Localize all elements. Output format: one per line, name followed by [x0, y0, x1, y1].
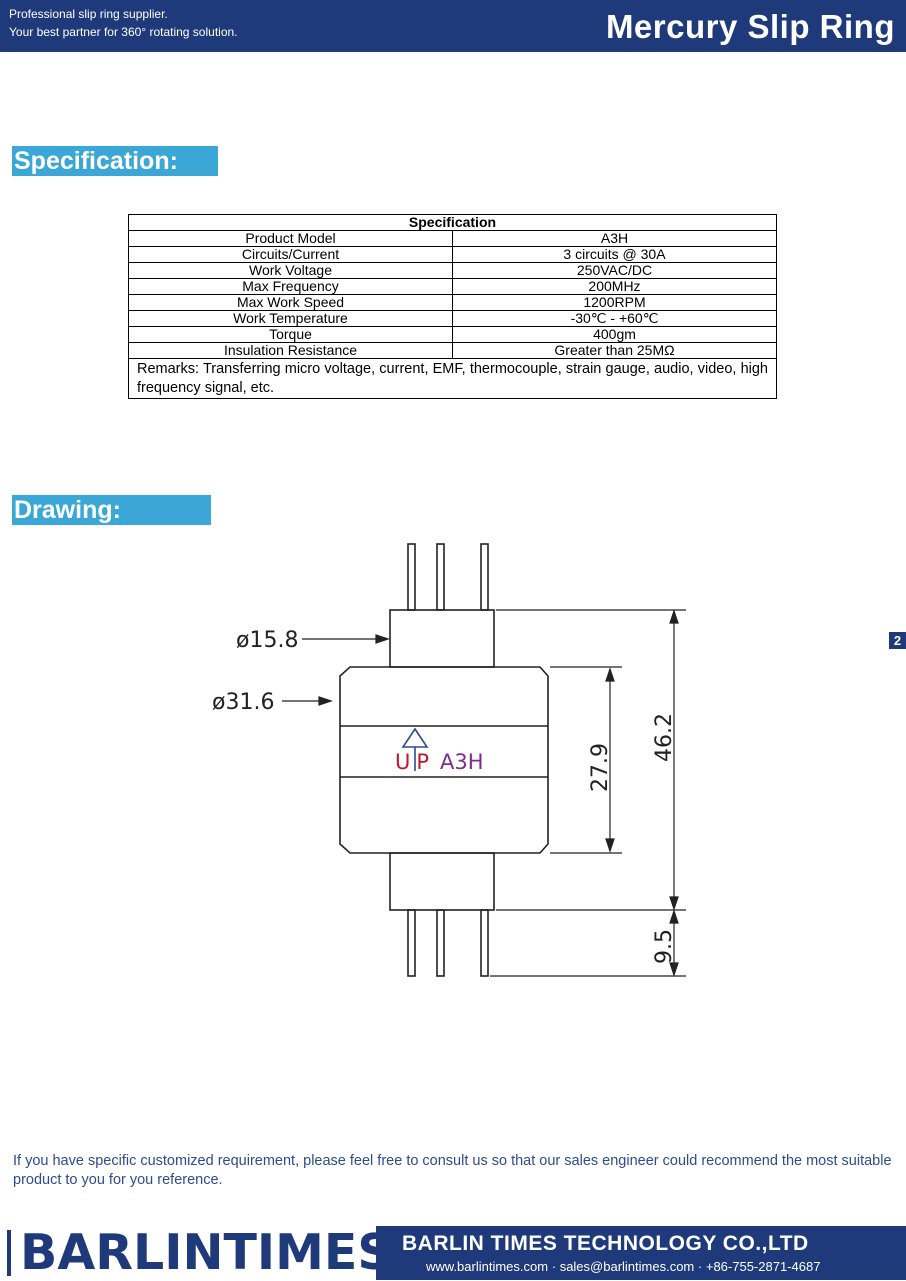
separator: ·: [697, 1259, 703, 1274]
spec-label: Work Temperature: [128, 310, 453, 327]
spec-value: Greater than 25MΩ: [452, 342, 777, 359]
dim-body-height: 27.9: [588, 743, 613, 792]
main-body: [339, 666, 549, 854]
customization-note: If you have specific customized requirem…: [13, 1153, 892, 1188]
table-row: Work Voltage 250VAC/DC: [128, 262, 777, 279]
arrow-large-dia: [318, 696, 333, 706]
logo-brand-text: UP: [395, 750, 435, 774]
spec-label: Product Model: [128, 230, 453, 247]
dim-total-height: 46.2: [652, 713, 677, 762]
bottom-pin-2: [436, 909, 445, 977]
top-cap: [389, 609, 495, 668]
arrow-leads-top: [669, 909, 679, 924]
email-link[interactable]: sales@barlintimes.com: [559, 1259, 695, 1274]
product-logo: UP A3H: [395, 727, 484, 774]
specification-heading: Specification:: [12, 146, 218, 176]
top-banner: Professional slip ring supplier. Your be…: [0, 0, 906, 52]
arrow-body-bottom: [605, 838, 615, 853]
arrow-small-dia: [375, 634, 390, 644]
spec-label: Insulation Resistance: [128, 342, 453, 359]
table-header-row: Specification: [128, 214, 777, 231]
table-row: Work Temperature -30℃ - +60℃: [128, 310, 777, 327]
bottom-pin-1: [407, 909, 416, 977]
table-header: Specification: [128, 214, 777, 231]
top-pin-3: [480, 543, 489, 611]
spec-value: 400gm: [452, 326, 777, 343]
spec-value: 250VAC/DC: [452, 262, 777, 279]
table-row: Circuits/Current 3 circuits @ 30A: [128, 246, 777, 263]
phone-number: +86-755-2871-4687: [705, 1259, 821, 1274]
top-pin-1: [407, 543, 416, 611]
spec-label: Work Voltage: [128, 262, 453, 279]
contact-line: www.barlintimes.com · sales@barlintimes.…: [426, 1259, 820, 1274]
arrow-total-top: [669, 609, 679, 624]
tagline-line-1: Professional slip ring supplier.: [9, 7, 168, 21]
spec-value: 1200RPM: [452, 294, 777, 311]
spec-value: 200MHz: [452, 278, 777, 295]
specification-table: Specification Product Model A3H Circuits…: [128, 214, 777, 399]
dim-small-diameter: ø15.8: [236, 628, 298, 653]
bottom-pin-3: [480, 909, 489, 977]
company-name: BARLIN TIMES TECHNOLOGY CO.,LTD: [402, 1232, 809, 1255]
spec-label: Circuits/Current: [128, 246, 453, 263]
remarks-text: Remarks: Transferring micro voltage, cur…: [128, 358, 777, 399]
table-row: Torque 400gm: [128, 326, 777, 343]
top-pin-2: [436, 543, 445, 611]
separator: ·: [551, 1259, 557, 1274]
tagline-line-2: Your best partner for 360° rotating solu…: [9, 25, 238, 39]
spec-label: Max Work Speed: [128, 294, 453, 311]
spec-value: A3H: [452, 230, 777, 247]
page-number-badge: 2: [889, 632, 906, 649]
page-title: Mercury Slip Ring: [605, 8, 895, 45]
technical-drawing: ø15.8 ø31.6 27.9 46.2 9.5 UP A3H: [212, 543, 686, 977]
arrow-leads-bottom: [669, 962, 679, 977]
company-logo: BARLINTIMES: [20, 1224, 393, 1281]
table-row: Max Work Speed 1200RPM: [128, 294, 777, 311]
bottom-cap: [389, 852, 495, 911]
arrow-body-top: [605, 667, 615, 682]
table-row: Max Frequency 200MHz: [128, 278, 777, 295]
dim-lead-length: 9.5: [652, 929, 677, 964]
arrow-total-bottom: [669, 896, 679, 911]
spec-value: 3 circuits @ 30A: [452, 246, 777, 263]
spec-label: Max Frequency: [128, 278, 453, 295]
table-row: Insulation Resistance Greater than 25MΩ: [128, 342, 777, 359]
logo-accent-bar: [7, 1230, 11, 1276]
footer-banner: BARLIN TIMES TECHNOLOGY CO.,LTD www.barl…: [376, 1226, 906, 1280]
logo-model-text: A3H: [440, 750, 484, 774]
spec-value: -30℃ - +60℃: [452, 310, 777, 327]
logo-triangle-icon: [401, 727, 429, 748]
footer-logo-area: BARLINTIMES: [0, 1226, 393, 1280]
remarks-row: Remarks: Transferring micro voltage, cur…: [128, 358, 777, 399]
website-link[interactable]: www.barlintimes.com: [426, 1259, 549, 1274]
table-row: Product Model A3H: [128, 230, 777, 247]
dim-large-diameter: ø31.6: [212, 690, 274, 715]
spec-label: Torque: [128, 326, 453, 343]
drawing-heading: Drawing:: [12, 495, 211, 525]
